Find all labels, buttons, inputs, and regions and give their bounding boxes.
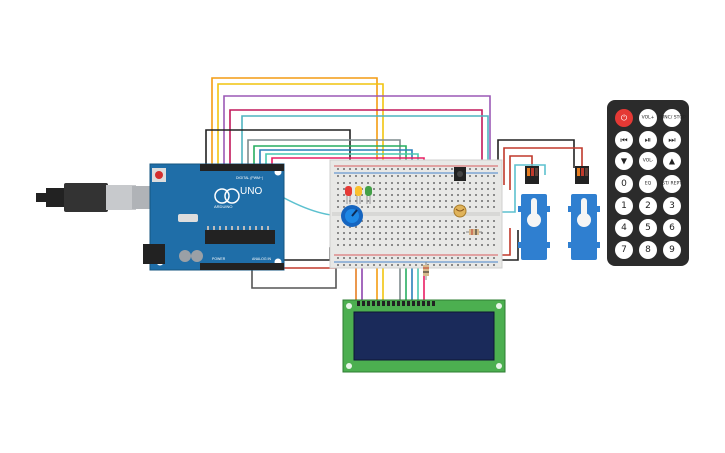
- remote-button[interactable]: ST/ REPT: [662, 175, 682, 193]
- power-analog-header[interactable]: [200, 263, 284, 270]
- remote-button-label: ST/ REPT: [662, 181, 682, 187]
- remote-button-label: ⏻: [621, 114, 628, 123]
- wire-servo-sig: [490, 164, 546, 213]
- remote-button[interactable]: ▼: [615, 152, 633, 170]
- arduino-logo-icon: [214, 188, 230, 204]
- remote-button[interactable]: 8: [639, 241, 657, 259]
- ir-remote[interactable]: ⏻ VOL+FUNC/ STOP ⏮ ⏯ ⏭ ▼ VOL- ▲ 0 EQ ST/ REPT 1 2 3 4 5…: [607, 100, 689, 266]
- analog-label: ANALOG IN: [252, 257, 272, 261]
- leds: [345, 186, 372, 204]
- remote-button[interactable]: 7: [615, 241, 633, 259]
- remote-button[interactable]: EQ: [639, 175, 657, 193]
- wire-servo-black2: [498, 230, 519, 261]
- remote-button-label: FUNC/ STOP: [658, 115, 685, 121]
- lcd-16x2: [342, 299, 506, 373]
- remote-button[interactable]: VOL+: [639, 109, 657, 127]
- remote-button-label: ⏭: [668, 136, 675, 145]
- remote-button[interactable]: 3: [663, 197, 681, 215]
- resistor-1: [466, 229, 482, 235]
- remote-button[interactable]: 2: [639, 197, 657, 215]
- board-name: UNO: [240, 186, 262, 197]
- breadboard-holes: [337, 168, 495, 266]
- led-yellow: [355, 186, 362, 204]
- remote-button[interactable]: 4: [615, 219, 633, 237]
- arduino-uno-board[interactable]: UNO ARDUINO DIGITAL (PWM~) POWER ANALOG …: [143, 163, 285, 271]
- ir-receiver: [454, 167, 466, 181]
- remote-button-label: 8: [645, 245, 651, 255]
- remote-button[interactable]: 5: [639, 219, 657, 237]
- remote-button[interactable]: VOL-: [639, 152, 657, 170]
- remote-button[interactable]: FUNC/ STOP: [658, 109, 686, 127]
- remote-button-label: 4: [621, 223, 627, 233]
- potentiometer[interactable]: [341, 205, 363, 227]
- remote-button[interactable]: ⏭: [663, 131, 681, 149]
- remote-button[interactable]: 6: [663, 219, 681, 237]
- remote-button-label: 0: [621, 179, 627, 189]
- remote-button-label: ▲: [669, 157, 676, 166]
- remote-button-label: 5: [645, 223, 651, 233]
- remote-button-label: 3: [669, 201, 675, 211]
- remote-button-label: VOL+: [642, 115, 655, 121]
- led-green: [365, 186, 372, 204]
- remote-buttons: ⏻ VOL+FUNC/ STOP ⏮ ⏯ ⏭ ▼ VOL- ▲ 0 EQ ST/ REPT 1 2 3 4 5…: [615, 109, 686, 259]
- servo-2[interactable]: [568, 166, 600, 260]
- brand-label: ARDUINO: [214, 204, 232, 209]
- lcd-pin-header: [357, 301, 435, 306]
- photoresistor: [453, 204, 467, 218]
- digital-header[interactable]: [200, 164, 284, 171]
- remote-button-label: VOL-: [643, 158, 654, 164]
- remote-button[interactable]: 1: [615, 197, 633, 215]
- wire-servo-red2: [509, 155, 533, 190]
- remote-button[interactable]: ⏮: [615, 131, 633, 149]
- wire-black-top: [205, 129, 351, 165]
- remote-button-label: 1: [621, 201, 627, 211]
- wire-gnd-bottom: [251, 250, 337, 289]
- atmega-chip: [205, 230, 275, 244]
- power-label: POWER: [212, 257, 226, 261]
- remote-button-label: ⏯: [645, 136, 651, 145]
- remote-button[interactable]: ▲: [663, 152, 681, 170]
- digital-label: DIGITAL (PWM~): [236, 176, 263, 180]
- wire-magenta: [229, 109, 483, 170]
- remote-button-label: 6: [669, 223, 675, 233]
- remote-button-label: 9: [669, 245, 675, 255]
- remote-button-label: 2: [645, 201, 651, 211]
- remote-button[interactable]: ⏯: [639, 131, 657, 149]
- servo-1[interactable]: [518, 166, 550, 260]
- remote-button-label: ▼: [621, 157, 628, 166]
- remote-button-label: 7: [621, 245, 627, 255]
- remote-button-label: ⏮: [620, 136, 627, 145]
- remote-button-label: EQ: [645, 181, 652, 187]
- led-red: [345, 186, 352, 204]
- remote-button[interactable]: 0: [615, 175, 633, 193]
- remote-button[interactable]: ⏻: [615, 109, 633, 127]
- usb-cable: [36, 183, 154, 212]
- wire-servo-red: [503, 147, 583, 185]
- resistor-2: [423, 262, 429, 280]
- remote-button[interactable]: 9: [663, 241, 681, 259]
- power-jack: [143, 244, 165, 264]
